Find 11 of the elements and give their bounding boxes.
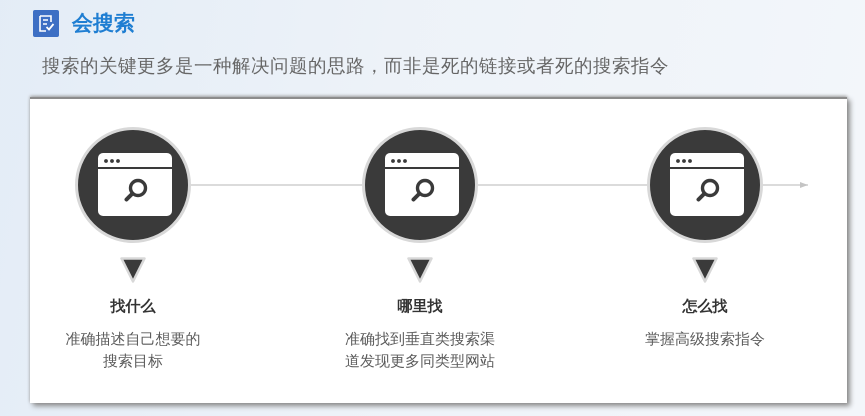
step-description: 掌握高级搜索指令 [645, 330, 765, 350]
step-heading: 找什么 [110, 297, 156, 317]
connector-line [478, 184, 647, 186]
step-description: 准确找到垂直类搜索渠道发现更多同类型网站 [344, 330, 496, 372]
arrow [763, 182, 808, 188]
step-heading: 哪里找 [398, 297, 442, 317]
step-description: 准确描述自己想要的搜索目标 [64, 330, 202, 372]
title: 会搜索 [72, 11, 135, 37]
connector-line [191, 184, 362, 186]
step-heading: 怎么找 [682, 297, 728, 317]
subtitle: 搜索的关键更多是一种解决问题的思路，而非是死的链接或者死的搜索指令 [42, 54, 669, 78]
